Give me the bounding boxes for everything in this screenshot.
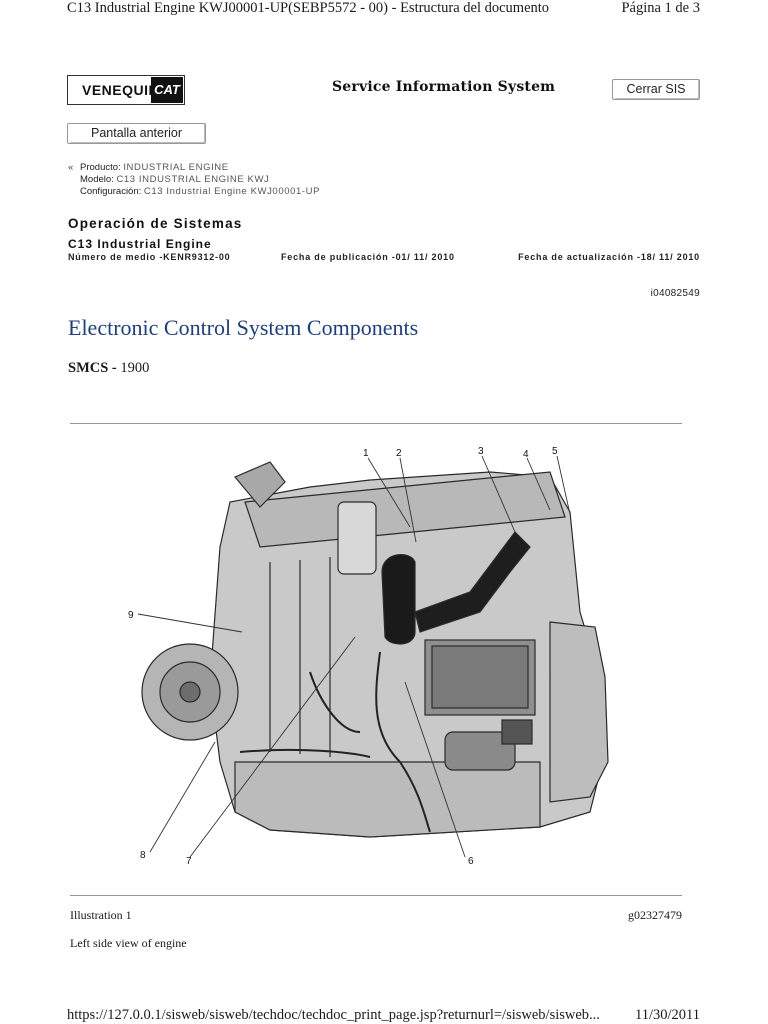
venequip-cat-logo: VENEQUIP CAT [67, 75, 185, 105]
product-label: Producto: [80, 162, 121, 173]
configuration-row: Configuración: C13 Industrial Engine KWJ… [68, 186, 320, 198]
smcs-label: SMCS - [68, 360, 117, 376]
product-metadata: « Producto: INDUSTRIAL ENGINE Modelo: C13… [68, 162, 320, 198]
cat-logo-mark: CAT [151, 77, 183, 103]
collapse-arrow-icon[interactable]: « [68, 162, 74, 173]
figure-bottom-rule [70, 895, 682, 896]
model-value: C13 INDUSTRIAL ENGINE KWJ [116, 174, 270, 185]
operation-title: Operación de Sistemas [68, 216, 243, 231]
previous-screen-button[interactable]: Pantalla anterior [67, 123, 206, 144]
callout-7: 7 [186, 856, 192, 867]
callout-1: 1 [363, 448, 369, 459]
model-row: Modelo: C13 INDUSTRIAL ENGINE KWJ [68, 174, 320, 186]
illustration-label: Illustration 1 [70, 908, 132, 922]
smcs-code: SMCS - 1900 [68, 360, 149, 377]
illustration-caption: Left side view of engine [70, 936, 187, 950]
smcs-value: 1900 [120, 360, 150, 376]
footer-date: 11/30/2011 [635, 1007, 700, 1023]
callout-4: 4 [523, 449, 529, 460]
callout-8: 8 [140, 850, 146, 861]
figure-top-rule [70, 423, 682, 424]
callout-2: 2 [396, 448, 402, 459]
configuration-label: Configuración: [80, 186, 142, 197]
model-label: Modelo: [80, 174, 114, 185]
update-date: Fecha de actualización -18/ 11/ 2010 [518, 252, 700, 262]
product-value: INDUSTRIAL ENGINE [123, 162, 229, 173]
page-indicator: Página 1 de 3 [621, 0, 700, 16]
engine-drawing: 1 2 3 4 5 6 7 8 9 [128, 446, 609, 867]
configuration-value: C13 Industrial Engine KWJ00001-UP [143, 186, 321, 197]
operation-subtitle: C13 Industrial Engine [68, 237, 212, 251]
publication-date: Fecha de publicación -01/ 11/ 2010 [281, 252, 455, 262]
engine-illustration: 1 2 3 4 5 6 7 8 9 [70, 432, 682, 892]
media-number: Número de medio -KENR9312-00 [68, 252, 231, 262]
logo-text: VENEQUIP [82, 82, 159, 98]
sis-title: Service Information System [332, 79, 556, 95]
document-id: i04082549 [650, 288, 700, 299]
illustration-id: g02327479 [628, 908, 682, 922]
product-row: « Producto: INDUSTRIAL ENGINE [68, 162, 320, 174]
callout-3: 3 [478, 446, 484, 457]
callout-6: 6 [468, 856, 474, 867]
footer-url: https://127.0.0.1/sisweb/sisweb/techdoc/… [67, 1007, 600, 1023]
callout-9: 9 [128, 610, 134, 621]
document-header-title: C13 Industrial Engine KWJ00001-UP(SEBP55… [67, 0, 550, 16]
close-sis-button[interactable]: Cerrar SIS [612, 79, 700, 100]
article-title: Electronic Control System Components [68, 315, 419, 340]
callout-5: 5 [552, 446, 558, 457]
